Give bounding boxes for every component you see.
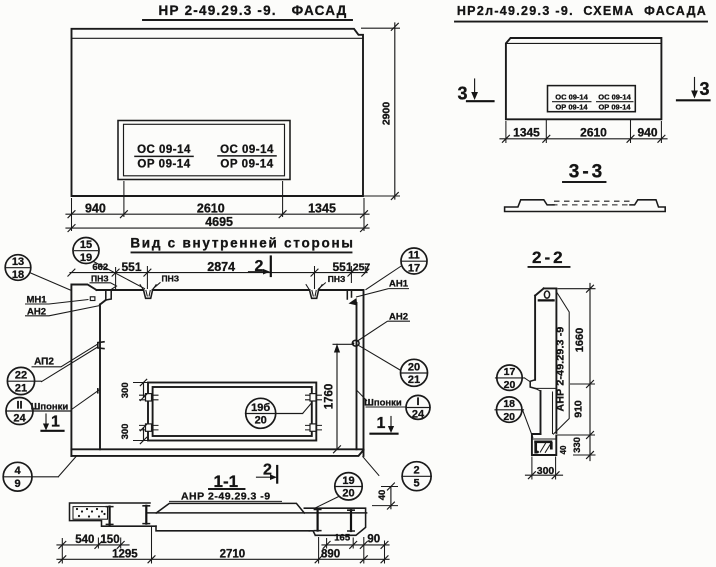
svg-text:21: 21 bbox=[15, 382, 27, 394]
svg-text:540: 540 bbox=[75, 534, 94, 546]
svg-text:3: 3 bbox=[457, 84, 467, 104]
svg-text:13: 13 bbox=[12, 256, 24, 268]
svg-text:15: 15 bbox=[80, 239, 92, 251]
svg-text:Вид с внутренней стороны: Вид с внутренней стороны bbox=[130, 236, 354, 251]
svg-text:19: 19 bbox=[80, 252, 92, 264]
svg-text:2874: 2874 bbox=[207, 260, 235, 274]
svg-text:1345: 1345 bbox=[513, 126, 540, 140]
svg-text:300: 300 bbox=[120, 424, 131, 440]
svg-text:24: 24 bbox=[13, 412, 26, 424]
svg-text:АП2: АП2 bbox=[34, 357, 54, 368]
svg-text:20: 20 bbox=[503, 411, 515, 423]
svg-text:ОС 09-14: ОС 09-14 bbox=[220, 144, 274, 156]
svg-text:24: 24 bbox=[412, 409, 425, 421]
svg-text:ОС 09-14: ОС 09-14 bbox=[598, 93, 631, 102]
svg-text:40: 40 bbox=[559, 445, 568, 454]
svg-text:3-3: 3-3 bbox=[569, 162, 605, 183]
svg-text:ПНЗ: ПНЗ bbox=[328, 274, 346, 284]
svg-text:2: 2 bbox=[414, 465, 420, 477]
svg-text:АНР 2-49.29.3 -9: АНР 2-49.29.3 -9 bbox=[181, 490, 271, 502]
svg-text:2: 2 bbox=[255, 258, 264, 275]
svg-text:ОС 09-14: ОС 09-14 bbox=[555, 93, 588, 102]
svg-text:5: 5 bbox=[414, 478, 420, 490]
svg-text:662: 662 bbox=[92, 262, 108, 273]
svg-text:ОР 09-14: ОР 09-14 bbox=[598, 102, 631, 111]
svg-text:20: 20 bbox=[255, 415, 267, 427]
svg-text:17: 17 bbox=[504, 366, 516, 378]
svg-text:20: 20 bbox=[342, 488, 354, 500]
svg-text:40: 40 bbox=[377, 490, 388, 501]
svg-text:АНР 2-49.29.3 -9: АНР 2-49.29.3 -9 bbox=[554, 327, 566, 412]
svg-text:I: I bbox=[416, 396, 419, 408]
svg-text:2-2: 2-2 bbox=[532, 248, 566, 267]
svg-text:20: 20 bbox=[408, 361, 420, 373]
svg-text:22: 22 bbox=[15, 370, 27, 382]
svg-text:890: 890 bbox=[321, 548, 340, 560]
svg-text:1345: 1345 bbox=[308, 202, 336, 216]
svg-text:18: 18 bbox=[503, 398, 515, 410]
svg-text:150: 150 bbox=[100, 534, 119, 546]
svg-text:2610: 2610 bbox=[580, 126, 607, 140]
svg-text:ОР 09-14: ОР 09-14 bbox=[220, 159, 273, 171]
svg-text:ОР 09-14: ОР 09-14 bbox=[555, 102, 588, 111]
svg-text:18: 18 bbox=[12, 269, 24, 281]
svg-text:551: 551 bbox=[332, 260, 352, 274]
svg-text:Шпонки: Шпонки bbox=[364, 398, 402, 409]
svg-text:21: 21 bbox=[408, 374, 420, 386]
svg-text:АН1: АН1 bbox=[389, 279, 409, 290]
svg-text:2710: 2710 bbox=[220, 548, 246, 560]
svg-text:1295: 1295 bbox=[112, 548, 138, 560]
svg-text:9: 9 bbox=[15, 478, 21, 490]
svg-text:551: 551 bbox=[121, 260, 141, 274]
svg-text:МН1: МН1 bbox=[26, 295, 47, 306]
svg-text:257: 257 bbox=[353, 262, 371, 274]
svg-text:330: 330 bbox=[572, 437, 583, 453]
svg-text:1: 1 bbox=[377, 415, 386, 432]
svg-text:11: 11 bbox=[408, 250, 420, 262]
svg-text:ОР 09-14: ОР 09-14 bbox=[137, 159, 190, 171]
svg-text:2900: 2900 bbox=[381, 102, 393, 126]
svg-text:НР2л-49.29.3 -9. СХЕМА ФАСАД: НР2л-49.29.3 -9. СХЕМА ФАСАДА bbox=[457, 4, 707, 18]
svg-text:1: 1 bbox=[51, 414, 60, 431]
svg-text:4: 4 bbox=[15, 465, 22, 477]
svg-text:ОС 09-14: ОС 09-14 bbox=[137, 144, 191, 156]
svg-text:17: 17 bbox=[408, 262, 420, 274]
svg-text:20: 20 bbox=[504, 379, 516, 391]
svg-text:НР 2-49.29.3 -9. ФАСАД: НР 2-49.29.3 -9. ФАСАД bbox=[159, 3, 348, 18]
svg-text:2: 2 bbox=[263, 462, 272, 479]
svg-text:ПНЗ: ПНЗ bbox=[162, 274, 180, 284]
svg-text:165: 165 bbox=[334, 532, 351, 543]
svg-text:4695: 4695 bbox=[205, 215, 233, 229]
svg-text:II: II bbox=[16, 400, 22, 412]
svg-text:940: 940 bbox=[85, 202, 106, 216]
svg-text:ПНЗ: ПНЗ bbox=[91, 273, 109, 283]
svg-text:АН2: АН2 bbox=[27, 307, 46, 318]
svg-text:19: 19 bbox=[342, 475, 354, 487]
svg-text:1760: 1760 bbox=[324, 384, 336, 410]
svg-text:АН2: АН2 bbox=[389, 312, 408, 323]
svg-text:90: 90 bbox=[367, 534, 380, 546]
svg-text:Шпонки: Шпонки bbox=[31, 402, 69, 413]
svg-text:19б: 19б bbox=[251, 402, 270, 414]
svg-text:1-1: 1-1 bbox=[214, 472, 239, 491]
svg-text:3: 3 bbox=[699, 79, 709, 99]
svg-text:1660: 1660 bbox=[574, 328, 586, 352]
svg-text:300: 300 bbox=[537, 465, 555, 477]
svg-text:300: 300 bbox=[120, 382, 131, 398]
svg-text:2610: 2610 bbox=[197, 202, 225, 216]
svg-text:940: 940 bbox=[637, 126, 657, 140]
svg-text:910: 910 bbox=[573, 400, 585, 418]
